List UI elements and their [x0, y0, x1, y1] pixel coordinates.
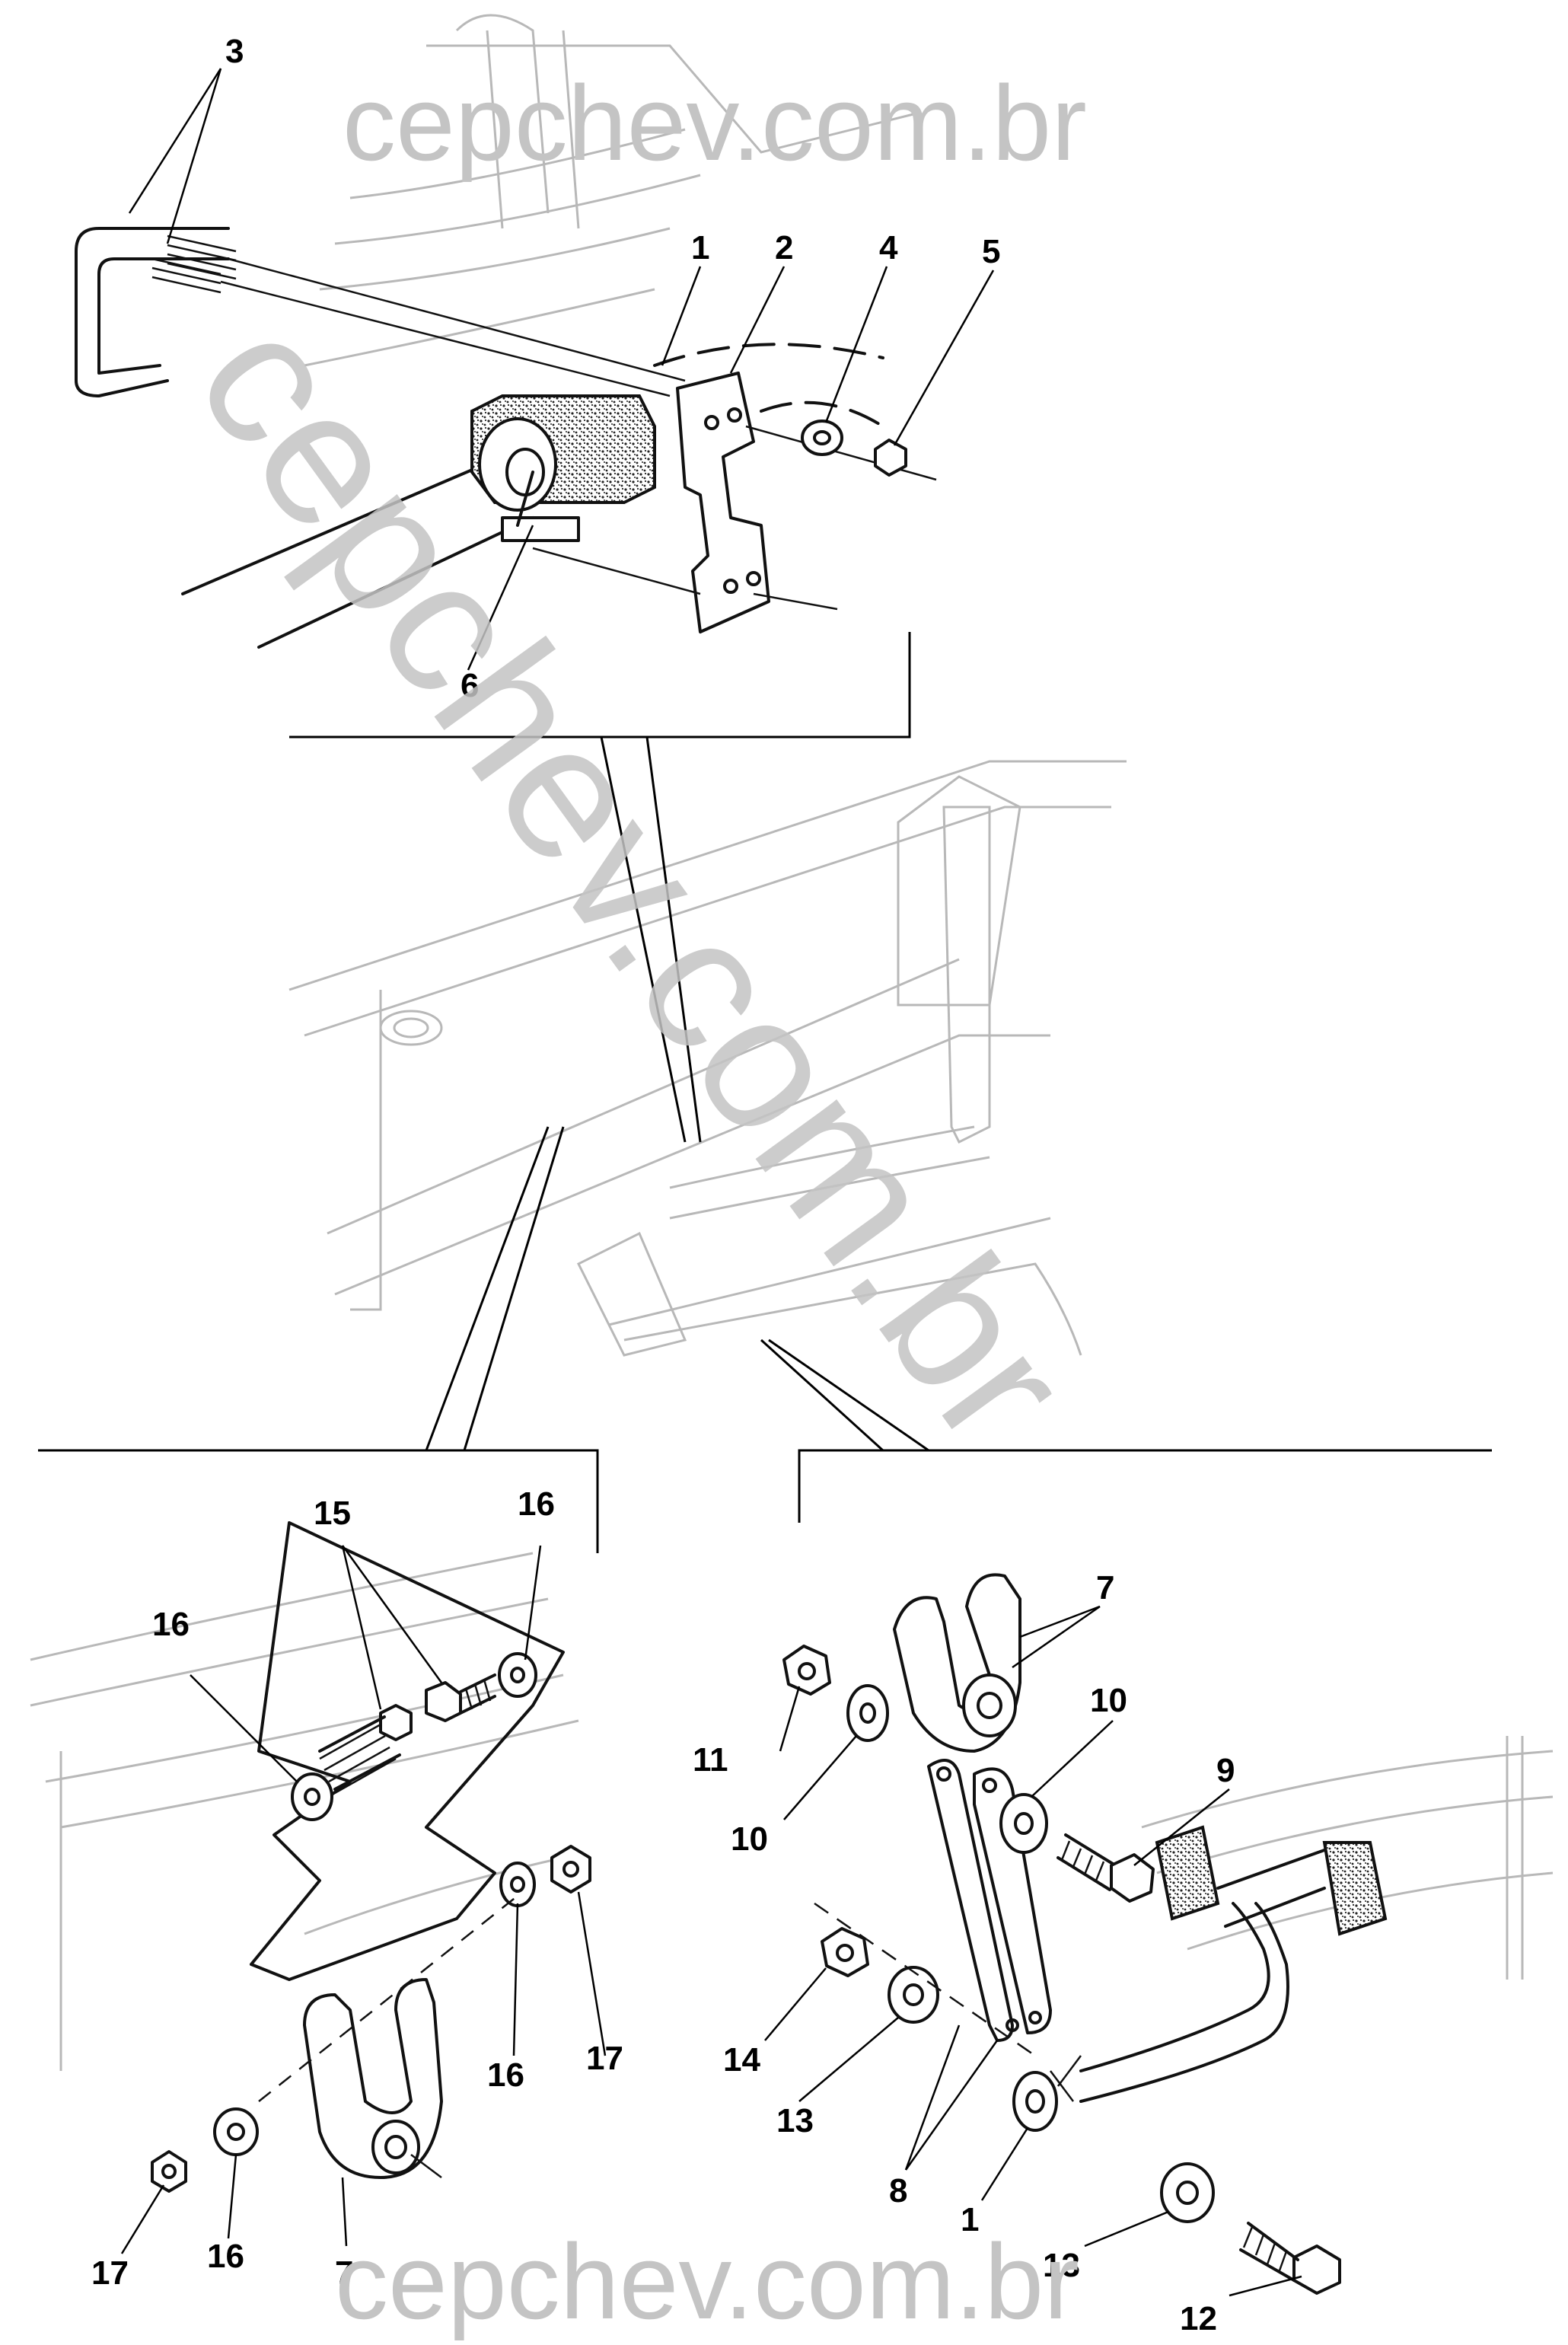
- washer: [499, 1862, 536, 1907]
- bolt: [1239, 2222, 1341, 2295]
- callout-10-a: 10: [1090, 1682, 1127, 1719]
- washer: [1160, 2162, 1215, 2223]
- callout-13-b: 13: [1043, 2247, 1080, 2284]
- link-bushing: [1012, 2071, 1058, 2132]
- nut: [821, 1927, 869, 1977]
- link: [973, 1767, 1052, 2034]
- callout-17-b: 17: [91, 2254, 129, 2292]
- callout-16-b: 16: [152, 1606, 190, 1643]
- callout-labels: 1 2 3 4 5 6 15 16 16 16 16 17 17 7 7 10 …: [91, 33, 1235, 2337]
- nut: [550, 1845, 591, 1894]
- bolt: [425, 1673, 496, 1722]
- u-bolt-threads: [151, 234, 237, 294]
- watermark-top: cepchev.com.br: [343, 63, 1087, 183]
- nut: [874, 439, 907, 477]
- callout-2-top: 2: [775, 229, 793, 266]
- bottom-right-link-detail: [782, 1573, 1388, 2295]
- retainer-plate: [676, 372, 770, 633]
- stabilizer-bar: [1079, 1902, 1270, 2072]
- callout-10-b: 10: [731, 1820, 768, 1858]
- link: [927, 1759, 1014, 2042]
- callout-6-top: 6: [461, 667, 479, 704]
- bolt: [318, 1704, 413, 1795]
- top-detail-bushing-clamp: [75, 227, 937, 649]
- bolt: [1056, 1833, 1155, 1903]
- callout-15: 15: [314, 1495, 351, 1532]
- nut: [782, 1645, 831, 1696]
- callout-11: 11: [693, 1741, 728, 1779]
- leader-lines: [120, 68, 1302, 2297]
- stabilizer-bar: [181, 455, 504, 595]
- washer: [213, 2107, 259, 2156]
- callout-1-right: 1: [961, 2201, 979, 2238]
- background-frame-sketch: [30, 14, 1554, 2071]
- callout-5-top: 5: [982, 233, 1000, 270]
- washer: [498, 1652, 537, 1698]
- callout-9: 9: [1216, 1752, 1235, 1789]
- callout-8: 8: [889, 2172, 907, 2209]
- callout-13-a: 13: [776, 2102, 814, 2139]
- callout-17-a: 17: [586, 2040, 623, 2077]
- callout-3-top: 3: [225, 33, 244, 70]
- callout-12: 12: [1180, 2300, 1217, 2337]
- callout-7-left: 7: [335, 2254, 353, 2292]
- washer: [888, 1966, 939, 2024]
- washer: [801, 420, 843, 456]
- callout-16-d: 16: [207, 2238, 244, 2275]
- watermark-bottom: cepchev.com.br: [335, 2222, 1079, 2341]
- washer: [291, 1772, 333, 1821]
- u-bolt: [75, 227, 230, 397]
- callout-4-top: 4: [879, 229, 898, 266]
- callout-14: 14: [723, 2041, 760, 2079]
- nut: [151, 2150, 187, 2193]
- callout-7-right: 7: [1096, 1569, 1114, 1606]
- callout-16-a: 16: [518, 1485, 555, 1523]
- bushing-clamp: [501, 516, 580, 542]
- callout-16-c: 16: [487, 2056, 524, 2094]
- callout-1-top: 1: [691, 229, 709, 266]
- link-bracket: [893, 1573, 1021, 1753]
- bottom-left-bracket-detail: [151, 1521, 591, 2193]
- washer: [846, 1684, 889, 1742]
- washer: [999, 1793, 1048, 1854]
- panel-frame-lines: [38, 632, 1492, 1553]
